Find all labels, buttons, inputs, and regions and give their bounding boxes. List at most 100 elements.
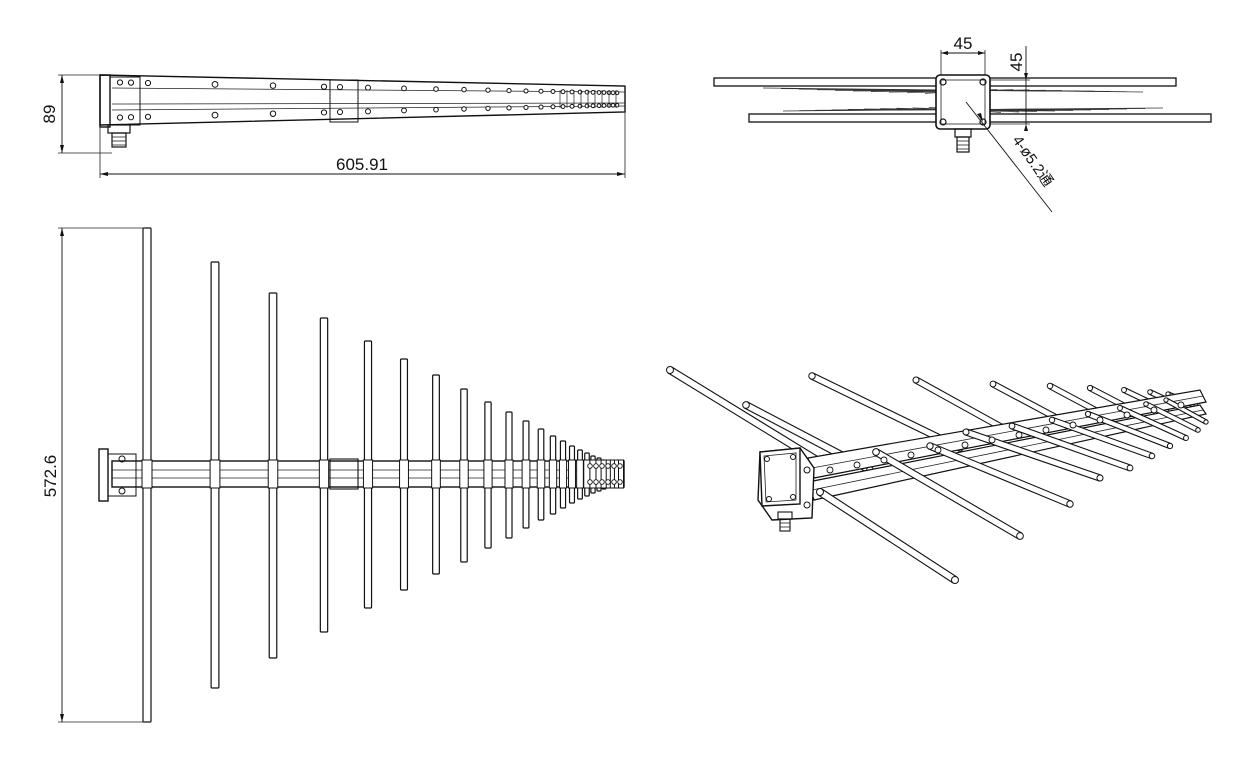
boom-hole	[127, 79, 135, 86]
iso-fastener	[853, 461, 861, 469]
height-dimension-label: 89	[40, 105, 59, 124]
boom-hole	[601, 103, 607, 108]
iso-rod-end	[926, 442, 934, 450]
iso-fastener	[1123, 411, 1131, 419]
iso-rod-end	[1147, 389, 1153, 395]
iso-rod-end	[1008, 422, 1016, 430]
iso-rod-end	[1084, 410, 1092, 418]
iso-rod-end	[951, 576, 959, 584]
front-view-connector	[954, 128, 972, 138]
front-view: 45 45 4-ø5.2通	[713, 34, 1212, 213]
iso-rod-end	[816, 488, 824, 496]
tip-fastener	[587, 479, 593, 485]
iso-fastener	[880, 456, 888, 464]
boom-hole	[506, 87, 512, 94]
boom-hole	[590, 89, 596, 95]
iso-rod-end	[1048, 416, 1056, 424]
boom-hole	[211, 111, 219, 119]
boom-hole	[433, 106, 439, 113]
iso-rod-end	[1183, 435, 1189, 441]
flange-hole	[979, 78, 987, 86]
boom-hole	[550, 88, 556, 94]
element-joint	[267, 459, 279, 489]
boom-hole	[365, 84, 371, 91]
boom-hole	[365, 108, 371, 115]
tip-fastener	[587, 463, 593, 469]
iso-boom	[807, 389, 1207, 501]
flange-hole	[939, 118, 947, 126]
iso-rod-end	[1121, 387, 1127, 393]
flange-width-label: 45	[954, 34, 973, 53]
element-joint	[399, 459, 409, 489]
boom-hole	[590, 103, 596, 109]
iso-fastener	[988, 436, 996, 444]
element-joint	[431, 459, 441, 489]
tip-fastener	[605, 463, 611, 469]
boom-hole	[596, 103, 602, 109]
boom-hole	[320, 83, 328, 90]
top-view-flange	[98, 448, 109, 502]
tip-fastener	[599, 463, 605, 469]
iso-fastener	[826, 466, 834, 474]
iso-fastener	[961, 441, 969, 449]
boom-hole	[538, 88, 544, 94]
element-joint	[318, 459, 330, 489]
boom-hole	[485, 105, 491, 112]
boom-hole	[336, 83, 344, 91]
boom-hole	[127, 114, 135, 121]
iso-fastener	[907, 451, 915, 459]
element-joint	[141, 459, 153, 489]
hole-note-label: 4-ø5.2通	[1009, 133, 1056, 191]
boom-hole	[461, 86, 467, 93]
tip-fastener	[593, 479, 599, 485]
tip-fastener	[617, 463, 623, 469]
iso-rod-end	[666, 366, 674, 374]
side-view: 89 605.91	[40, 74, 626, 178]
boom-hole	[269, 82, 277, 89]
boom-hole	[485, 87, 491, 93]
element-joint	[568, 459, 576, 489]
length-dimension-label: 605.91	[336, 155, 388, 174]
tip-fastener	[611, 463, 617, 469]
iso-rod-end	[1126, 464, 1134, 472]
iso-rod-end	[742, 401, 750, 409]
iso-rod-end	[1143, 401, 1149, 407]
iso-fastener	[1015, 431, 1023, 439]
boom-hole	[569, 89, 575, 95]
element-joint	[618, 459, 624, 489]
boom-hole	[144, 79, 152, 87]
flange-height-dimension: 45	[990, 46, 1030, 131]
boom-hole	[433, 86, 439, 92]
tip-fastener	[593, 463, 599, 469]
boom-hole	[269, 110, 277, 117]
boom-hole	[116, 114, 124, 121]
iso-rod-end	[1203, 419, 1209, 425]
element-joint	[536, 459, 546, 489]
height-dimension: 89	[40, 74, 112, 154]
element-joint	[459, 459, 469, 489]
iso-fastener	[934, 446, 942, 454]
iso-dipole-rod	[817, 488, 958, 584]
flange-width-dimension: 45	[940, 34, 986, 75]
iso-rod-end	[912, 376, 920, 384]
iso-rod-end	[1166, 442, 1174, 450]
element-joint	[209, 459, 221, 489]
boom-hole	[401, 85, 407, 92]
boom-hole	[550, 104, 556, 110]
flange-height-label: 45	[1007, 53, 1026, 72]
boom-hole	[610, 90, 616, 96]
boom-hole	[506, 105, 512, 111]
boom-hole	[320, 109, 328, 116]
boom-hole	[523, 104, 529, 111]
boom-hole	[610, 102, 616, 108]
side-view-boom	[99, 74, 626, 126]
flange-hole	[939, 78, 947, 86]
flange-hole	[979, 118, 987, 126]
iso-rod-end	[1046, 382, 1054, 390]
boom-hole	[596, 90, 602, 95]
tip-fastener	[617, 479, 623, 485]
tip-fastener	[599, 479, 605, 485]
boom-hole	[601, 90, 607, 95]
iso-rod-end	[1066, 500, 1074, 508]
